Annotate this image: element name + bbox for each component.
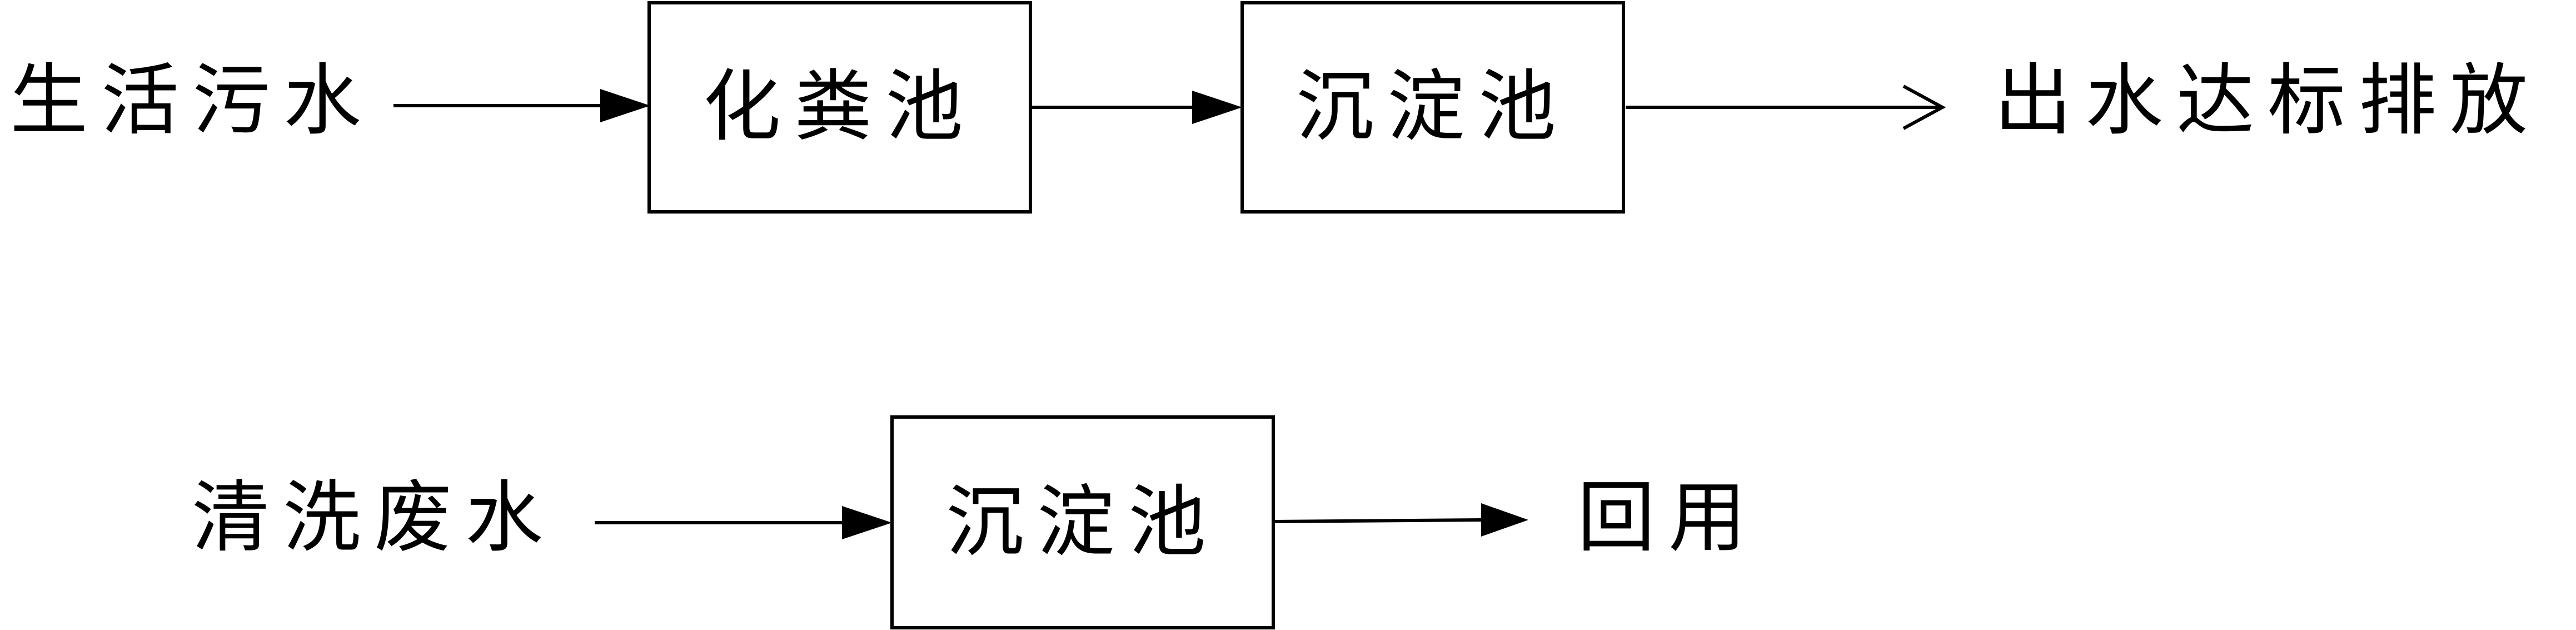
arrow-sedimentation-to-discharge — [1626, 85, 1946, 130]
label-discharge-standard: 出水达标排放 — [1994, 56, 2542, 146]
arrow-septic-to-sedimentation — [1031, 91, 1242, 124]
arrow-sewage-to-septic — [393, 89, 650, 122]
box-sedimentation-tank-1-label: 沉淀池 — [1296, 62, 1569, 152]
box-sedimentation-tank-1: 沉淀池 — [1240, 1, 1625, 214]
label-reuse: 回用 — [1577, 473, 1760, 563]
box-sedimentation-tank-2-label: 沉淀池 — [945, 477, 1219, 568]
arrow-sedimentation-to-reuse — [1272, 503, 1528, 537]
box-septic-tank: 化粪池 — [647, 1, 1032, 214]
box-sedimentation-tank-2: 沉淀池 — [890, 415, 1275, 629]
label-domestic-sewage: 生活污水 — [10, 56, 375, 146]
arrow-washwater-to-sedimentation — [595, 506, 892, 539]
label-washing-wastewater: 清洗废水 — [192, 473, 557, 563]
box-septic-tank-label: 化粪池 — [702, 62, 976, 152]
